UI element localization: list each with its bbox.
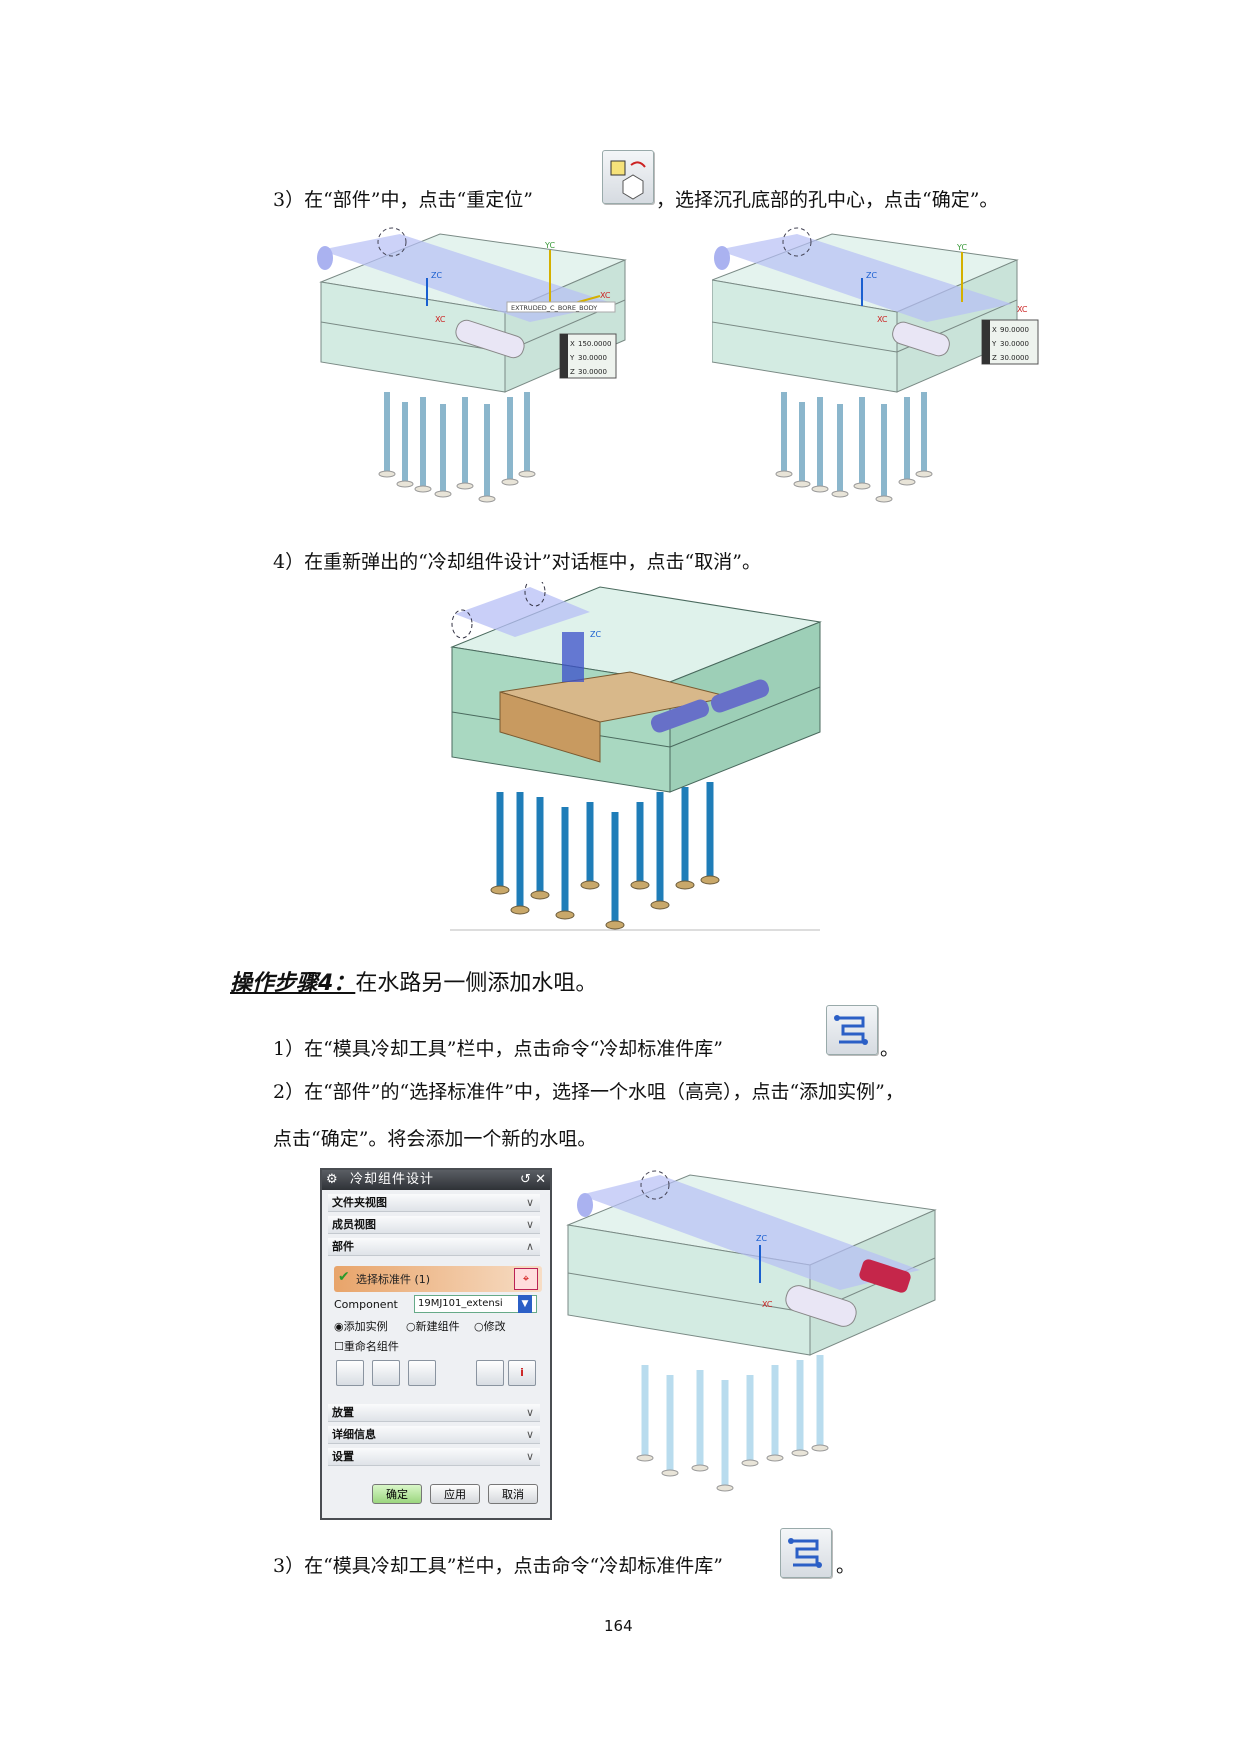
- step-b2-line2: 点击“确定”。将会添加一个新的水咀。: [273, 1128, 597, 1150]
- right-xc-label: XC: [877, 315, 888, 324]
- left-zc-label: ZC: [431, 271, 442, 280]
- page-number: 164: [604, 1617, 633, 1635]
- figure-center: ZC: [450, 582, 822, 931]
- section-member-view[interactable]: 成员视图 ∨: [328, 1216, 540, 1234]
- right-xc-label-2: XC: [1017, 305, 1028, 314]
- select-standard-label: 选择标准件 (1): [356, 1273, 431, 1286]
- figure-bottom-right: ZC XC: [566, 1170, 937, 1492]
- left-coord-value-y: 30.0000: [578, 354, 607, 362]
- left-body-tag: EXTRUDED_C_BORE_BODY: [511, 304, 597, 312]
- chevron-down-icon: ∨: [525, 1406, 534, 1419]
- right-coord-value-y: 30.0000: [1000, 340, 1029, 348]
- section-settings-label: 设置: [332, 1450, 354, 1463]
- right-coord-axis-y: Y: [991, 340, 997, 348]
- cooling-library-icon[interactable]: [826, 1005, 878, 1055]
- ok-button[interactable]: 确定: [372, 1484, 422, 1504]
- section-heading: 操作步骤4：在水路另一侧添加水咀。: [230, 965, 597, 997]
- left-xc-label-2: XC: [600, 291, 611, 300]
- chevron-down-icon: ∨: [525, 1196, 534, 1209]
- rename-checkbox[interactable]: ☐重命名组件: [334, 1340, 399, 1353]
- bottom-zc-label: ZC: [756, 1234, 767, 1243]
- info-icon[interactable]: i: [508, 1360, 536, 1386]
- reposition-icon[interactable]: [602, 150, 654, 204]
- dialog-title: 冷却组件设计: [350, 1172, 435, 1187]
- section-folder-view[interactable]: 文件夹视图 ∨: [328, 1194, 540, 1212]
- right-coord-axis-z: Z: [992, 354, 997, 362]
- right-coord-value-x: 90.0000: [1000, 326, 1029, 334]
- step-b3-tail: 。: [836, 1555, 856, 1577]
- apply-button[interactable]: 应用: [430, 1484, 480, 1504]
- step-3-tail: ，选择沉孔底部的孔中心，点击“确定”。: [656, 187, 998, 213]
- center-zc-label: ZC: [590, 630, 601, 639]
- check-icon: ✔: [338, 1269, 350, 1285]
- section-placement[interactable]: 放置 ∨: [328, 1404, 540, 1422]
- reset-icon[interactable]: ↺: [520, 1172, 531, 1187]
- section-member-view-label: 成员视图: [332, 1218, 376, 1231]
- step-3-tail-text: ，选择沉孔底部的孔中心，点击“确定”。: [656, 189, 999, 211]
- left-coord-value-z: 30.0000: [578, 368, 607, 376]
- left-coord-axis-x: X: [570, 340, 575, 348]
- radio-new-component[interactable]: ○新建组件: [406, 1320, 460, 1333]
- figure-left: ZC XC YC XC EXTRUDED_C_BORE_BODY X 150.0…: [317, 227, 627, 503]
- radio-new-label: 新建组件: [415, 1320, 460, 1333]
- right-coord-value-z: 30.0000: [1000, 354, 1029, 362]
- section-folder-view-label: 文件夹视图: [332, 1196, 387, 1209]
- step-3-lead: 3）在“部件”中，点击“重定位”: [273, 189, 533, 211]
- flip-direction-icon[interactable]: [372, 1360, 400, 1386]
- chevron-down-icon: ∨: [525, 1218, 534, 1231]
- reposition-icon[interactable]: [336, 1360, 364, 1386]
- section-placement-label: 放置: [332, 1406, 354, 1419]
- bottom-xc-label: XC: [762, 1300, 773, 1309]
- gear-icon[interactable]: ⚙: [326, 1172, 338, 1187]
- section-part[interactable]: 部件 ∧: [328, 1238, 540, 1256]
- cooling-component-dialog: ⚙ 冷却组件设计 ↺ ✕ 文件夹视图 ∨ 成员视图 ∨ 部件 ∧ ✔ 选择标准件 (1…: [320, 1168, 552, 1520]
- component-select[interactable]: 19MJ101_extensi: [414, 1295, 537, 1313]
- chevron-down-icon: ∨: [525, 1428, 534, 1441]
- cooling-library-icon-2[interactable]: [780, 1528, 832, 1578]
- right-yc-label: YC: [956, 243, 967, 252]
- chevron-down-icon: ∨: [525, 1450, 534, 1463]
- radio-add-label: 添加实例: [343, 1320, 388, 1333]
- cancel-button[interactable]: 取消: [488, 1484, 538, 1504]
- section-details-label: 详细信息: [332, 1428, 376, 1441]
- component-label: Component: [334, 1298, 398, 1311]
- figure-right: ZC XC YC XC X 90.0000 Y 30.0000 Z 30.000…: [712, 227, 1039, 503]
- edit-icon[interactable]: [476, 1360, 504, 1386]
- step-b3-text: 3）在“模具冷却工具”栏中，点击命令“冷却标准件库”: [273, 1555, 723, 1577]
- step-b1-text: 1）在“模具冷却工具”栏中，点击命令“冷却标准件库”: [273, 1038, 723, 1060]
- section-part-label: 部件: [332, 1240, 354, 1253]
- step-b2-line1: 2）在“部件”的“选择标准件”中，选择一个水咀（高亮），点击“添加实例”，: [273, 1081, 904, 1103]
- heading-label: 操作步骤4：: [230, 971, 356, 996]
- step-4-text: 4）在重新弹出的“冷却组件设计”对话框中，点击“取消”。: [273, 551, 761, 573]
- left-xc-label: XC: [435, 315, 446, 324]
- chevron-up-icon: ∧: [525, 1240, 534, 1253]
- close-icon[interactable]: ✕: [535, 1172, 546, 1187]
- heading-text: 在水路另一侧添加水咀。: [355, 971, 598, 996]
- step-3-text: 3）在“部件”中，点击“重定位”: [273, 187, 533, 213]
- left-coord-axis-y: Y: [569, 354, 575, 362]
- right-coord-axis-x: X: [992, 326, 997, 334]
- dropdown-arrow-icon[interactable]: ▼: [518, 1295, 532, 1313]
- select-standard-part[interactable]: ✔ 选择标准件 (1) ⌖: [334, 1266, 542, 1292]
- delete-component-icon[interactable]: [408, 1360, 436, 1386]
- section-details[interactable]: 详细信息 ∨: [328, 1426, 540, 1444]
- crosshair-icon[interactable]: ⌖: [514, 1268, 538, 1290]
- rename-label: 重命名组件: [343, 1340, 399, 1353]
- step-b1-tail: 。: [880, 1038, 900, 1060]
- radio-modify-label: 修改: [483, 1320, 506, 1333]
- radio-add-instance[interactable]: ◉添加实例: [334, 1320, 388, 1333]
- right-zc-label: ZC: [866, 271, 877, 280]
- dialog-window-buttons: ↺ ✕: [520, 1170, 546, 1190]
- section-settings[interactable]: 设置 ∨: [328, 1448, 540, 1466]
- dialog-titlebar: ⚙ 冷却组件设计 ↺ ✕: [322, 1170, 550, 1190]
- left-coord-axis-z: Z: [570, 368, 575, 376]
- left-yc-label: YC: [544, 241, 555, 250]
- radio-modify[interactable]: ○修改: [474, 1320, 506, 1333]
- left-coord-value-x: 150.0000: [578, 340, 611, 348]
